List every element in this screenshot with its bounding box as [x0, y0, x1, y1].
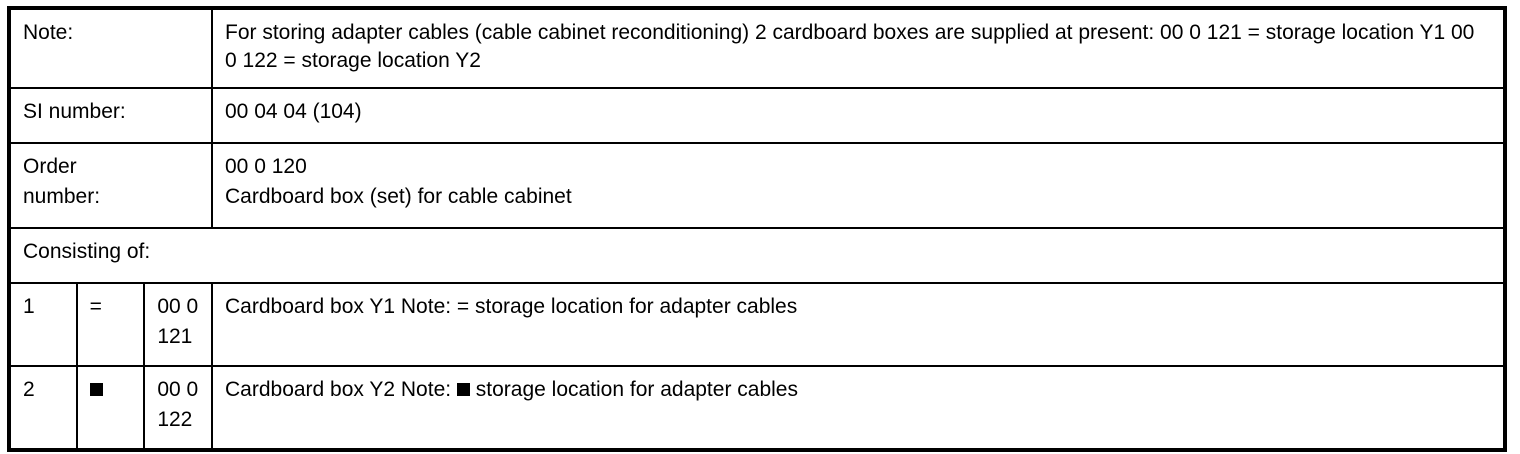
- order-number-value-cell: 00 0 120 Cardboard box (set) for cable c…: [211, 142, 1506, 229]
- item-number-line-1: 00 0: [157, 378, 199, 401]
- item-position-cell: 2: [8, 365, 78, 451]
- table-row-order-number: Order number: 00 0 120 Cardboard box (se…: [8, 142, 1506, 229]
- item-description: Cardboard box Y1 Note: = storage locatio…: [225, 293, 1491, 321]
- consisting-of-label: Consisting of:: [23, 240, 151, 263]
- item-description-after: storage location for adapter cables: [475, 378, 798, 401]
- table-row-consisting-of: Consisting of:: [8, 227, 1506, 284]
- order-number-value-line-1: 00 0 120: [225, 155, 307, 178]
- table-row-note: Note: For storing adapter cables (cable …: [8, 7, 1506, 89]
- order-number-label-line-1: Order: [23, 155, 77, 178]
- order-number-label-cell: Order number:: [8, 142, 213, 229]
- table-row-item: 1 = 00 0 121 Cardboard box Y1 Note: = st…: [8, 282, 1506, 367]
- specification-table: Note: For storing adapter cables (cable …: [7, 6, 1507, 452]
- item-description-before: Cardboard box Y2 Note:: [225, 378, 452, 401]
- item-description: Cardboard box Y2 Note: storage location …: [225, 376, 1491, 404]
- item-number-cell: 00 0 121: [143, 282, 213, 367]
- note-text: For storing adapter cables (cable cabine…: [225, 21, 1475, 72]
- equals-inline-icon: =: [451, 295, 476, 318]
- item-description-cell: Cardboard box Y2 Note: storage location …: [211, 365, 1506, 451]
- item-description-after: storage location for adapter cables: [475, 295, 798, 318]
- note-value-cell: For storing adapter cables (cable cabine…: [211, 7, 1506, 89]
- item-mark-cell: [75, 365, 146, 451]
- order-number-value-line-2: Cardboard box (set) for cable cabinet: [225, 184, 572, 208]
- item-number-line-2: 121: [157, 324, 193, 348]
- si-number-value-cell: 00 04 04 (104): [211, 87, 1506, 144]
- item-description-before: Cardboard box Y1 Note:: [225, 295, 452, 318]
- item-position: 2: [23, 378, 35, 401]
- item-position: 1: [23, 295, 35, 318]
- item-mark-cell: =: [75, 282, 146, 367]
- item-number-line-2: 122: [157, 407, 193, 431]
- item-description-cell: Cardboard box Y1 Note: = storage locatio…: [211, 282, 1506, 367]
- item-position-cell: 1: [8, 282, 78, 367]
- si-number-value: 00 04 04 (104): [225, 100, 362, 123]
- note-label: Note:: [23, 21, 74, 44]
- item-number-cell: 00 0 122: [143, 365, 213, 451]
- item-number-line-1: 00 0: [157, 295, 199, 318]
- si-number-label: SI number:: [23, 100, 126, 123]
- filled-square-icon: [89, 382, 103, 396]
- note-label-cell: Note:: [8, 7, 213, 89]
- filled-square-inline-icon: [456, 382, 470, 396]
- equals-icon: =: [89, 295, 102, 318]
- table-row-item: 2 00 0 122 Cardboard box Y2 Note: storag…: [8, 365, 1506, 451]
- table-row-si-number: SI number: 00 04 04 (104): [8, 87, 1506, 144]
- si-number-label-cell: SI number:: [8, 87, 213, 144]
- consisting-of-cell: Consisting of:: [8, 227, 1506, 284]
- order-number-label-line-2: number:: [23, 184, 101, 208]
